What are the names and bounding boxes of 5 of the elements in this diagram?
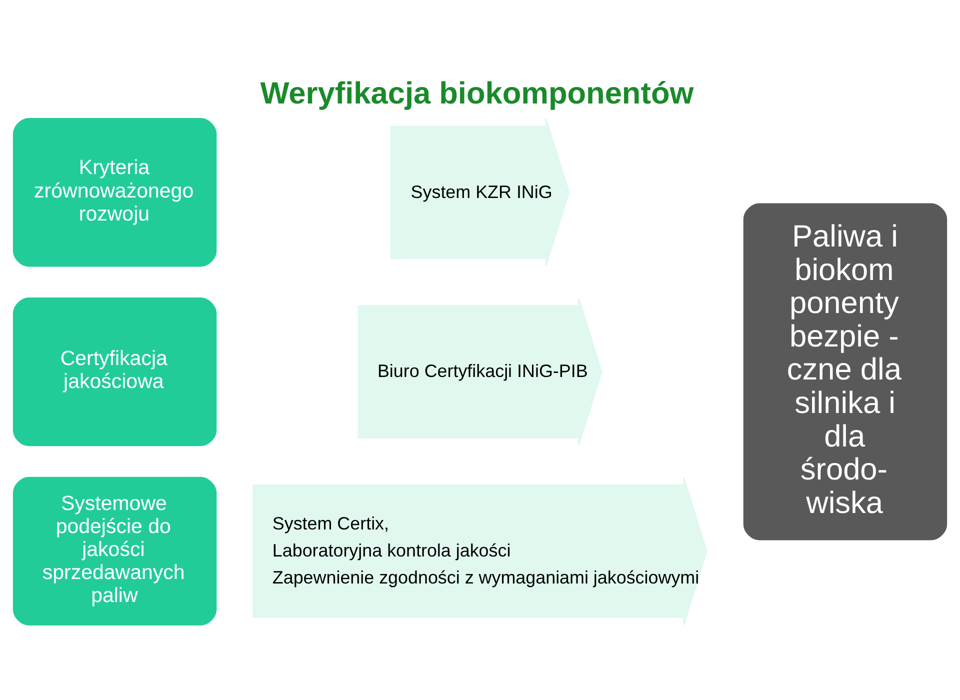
node-box: Certyfikacja jakościowa — [12, 297, 217, 446]
node-box: Kryteria zrównoważonego rozwoju — [12, 118, 217, 267]
node-box: Systemowe podejście do jakości sprzedawanych paliw — [12, 476, 217, 626]
diagram-title: Weryfikacja biokomponentów — [260, 76, 694, 111]
node-box: Paliwa i biokom ponenty bezpie - czne dla silnika i dla środo- wiska — [743, 203, 948, 540]
